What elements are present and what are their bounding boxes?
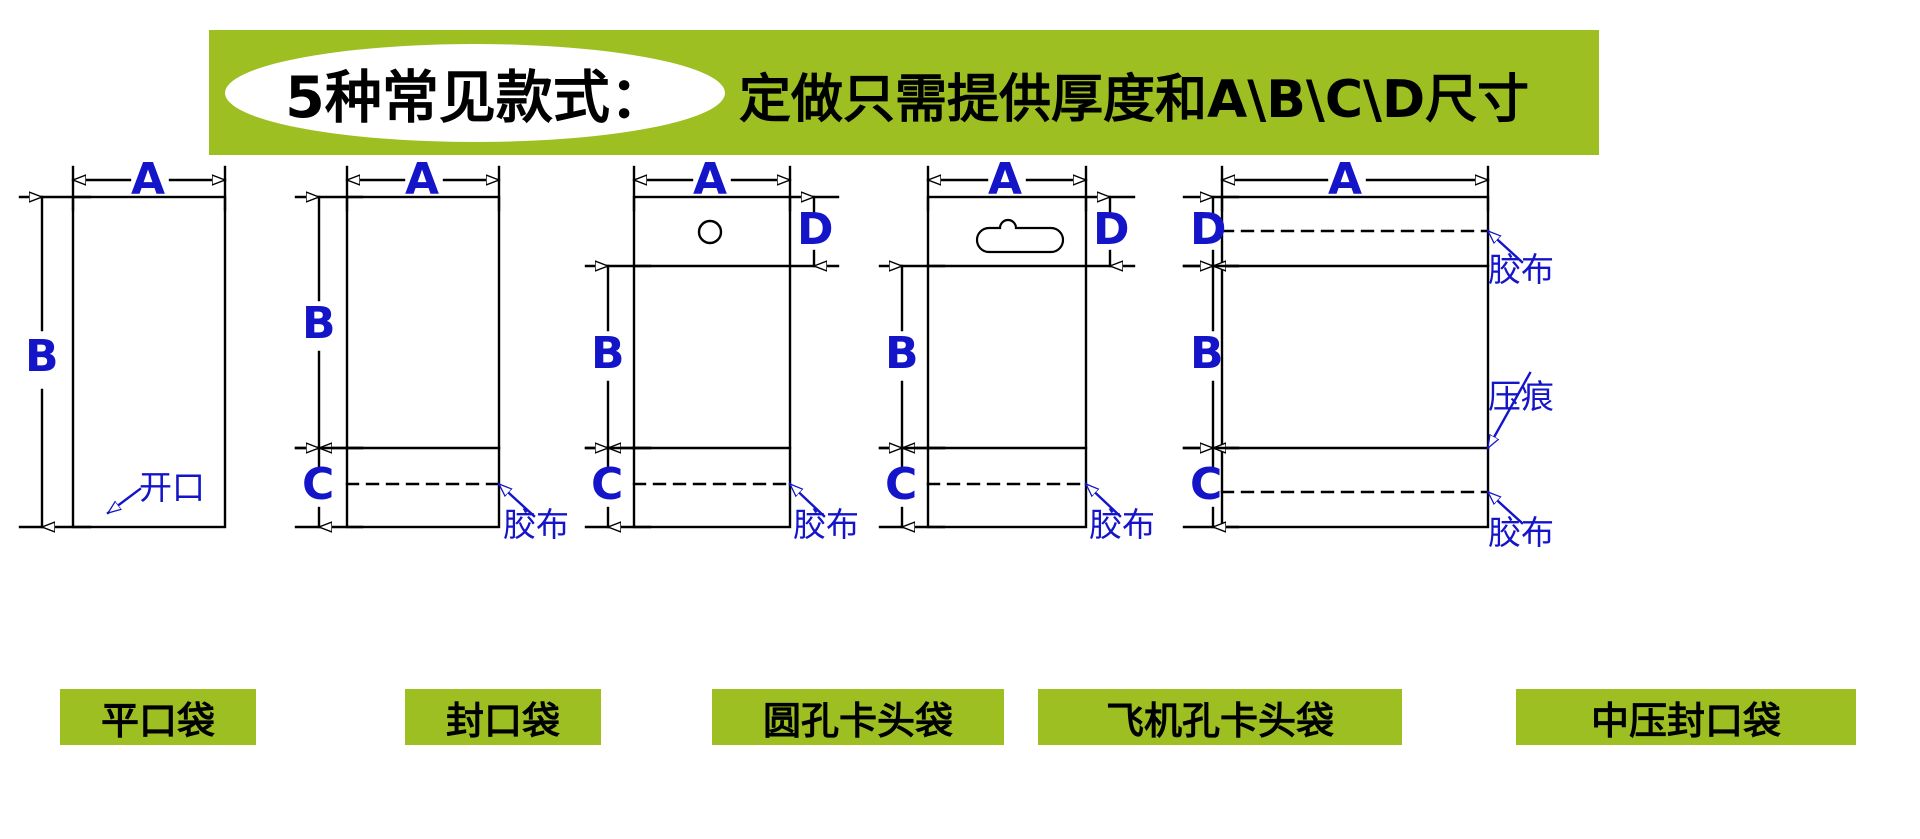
bag-2-dim-C: [294, 448, 364, 527]
banner-subtitle: 定做只需提供厚度和A\B\C\D尺寸: [739, 69, 1530, 130]
bag-5-label-A: A: [1328, 154, 1363, 205]
bag-3-round-hole: [697, 219, 723, 245]
bag-5-label-C: C: [1190, 459, 1223, 510]
bag-2-label-B: B: [302, 298, 336, 349]
bag-3-label-B: B: [591, 328, 625, 379]
plate-bag-5: 中压封口袋: [1516, 689, 1856, 745]
bag-4-airplane-hole: [975, 218, 1065, 254]
bag-1-label-B: B: [25, 331, 59, 382]
header-banner: 5种常见款式： 定做只需提供厚度和A\B\C\D尺寸: [209, 30, 1599, 155]
bag-3-label-D: D: [797, 204, 834, 255]
bag-5-tape-top-leader: [1486, 229, 1524, 264]
bag-5-dim-A: [1220, 165, 1490, 212]
bag-5-label-B: B: [1190, 328, 1224, 379]
bag-3-dim-C: [584, 448, 652, 527]
plate-bag-2: 封口袋: [405, 689, 601, 745]
bag-5-label-D: D: [1190, 204, 1227, 255]
bag-1-outline: [71, 195, 227, 529]
bag-4-outline: [926, 195, 1088, 529]
bag-2-outline: [345, 195, 501, 529]
bag-1-label-A: A: [131, 154, 166, 205]
bag-5-dim-C: [1182, 448, 1240, 527]
bag-3-label-A: A: [693, 154, 728, 205]
bag-1-opening-leader: [106, 487, 142, 515]
bag-1-dim-B: [18, 197, 92, 527]
bag-4-tape-leader: [1084, 482, 1122, 518]
banner-ellipse-shape: [225, 44, 725, 142]
bag-4-dim-A: [926, 165, 1088, 212]
bag-1-label-opening: 开口: [139, 468, 205, 507]
bag-3-label-tape: 胶布: [793, 505, 859, 544]
plate-bag-4: 飞机孔卡头袋: [1038, 689, 1402, 745]
bag-4-dim-C: [878, 448, 946, 527]
bag-4-label-D: D: [1093, 204, 1130, 255]
bag-5-outline: [1220, 195, 1490, 529]
plate-bag-3: 圆孔卡头袋: [712, 689, 1004, 745]
bag-5-crease-leader: [1486, 371, 1532, 450]
bag-2-tape-leader: [497, 482, 536, 518]
bag-4-label-A: A: [988, 154, 1023, 205]
bag-2-label-tape: 胶布: [503, 505, 569, 544]
plate-bag-1: 平口袋: [60, 689, 256, 745]
bag-5-label-tape-top: 胶布: [1488, 250, 1554, 289]
bag-3-outline: [632, 195, 792, 529]
bag-2-label-C: C: [302, 459, 335, 510]
banner-title: 5种常见款式：: [285, 65, 667, 131]
bag-2-dim-A: [345, 165, 501, 212]
bag-5-label-crease: 压痕: [1488, 377, 1554, 416]
bag-4-label-B: B: [885, 328, 919, 379]
bag-4-dim-D: [1084, 197, 1136, 266]
bag-2-label-A: A: [405, 154, 440, 205]
bag-3-label-C: C: [591, 459, 624, 510]
bag-4-label-C: C: [885, 459, 918, 510]
bag-3-dim-A: [632, 165, 792, 212]
bag-1-dim-A: [71, 165, 227, 212]
bag-5-label-tape-bottom: 胶布: [1488, 513, 1554, 552]
bag-3-dim-D: [788, 197, 840, 266]
bag-3-tape-leader: [788, 482, 826, 518]
bag-4-label-tape: 胶布: [1089, 505, 1155, 544]
bag-5-tape-bottom-leader: [1486, 490, 1524, 525]
